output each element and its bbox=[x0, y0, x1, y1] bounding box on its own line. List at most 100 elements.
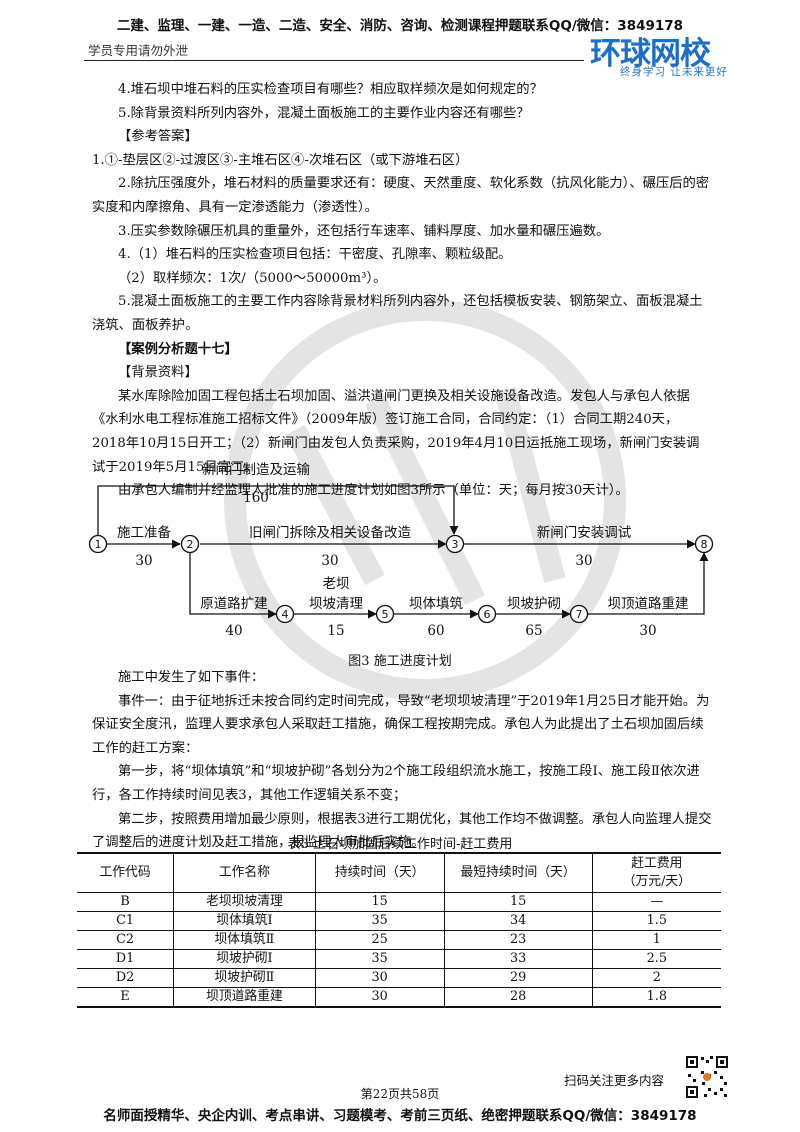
activity-name-old-gate-removal: 旧闸门拆除及相关设备改造 bbox=[249, 524, 411, 541]
table-cell: 2 bbox=[591, 968, 721, 988]
qr-code-icon[interactable] bbox=[684, 1054, 730, 1100]
node-6 bbox=[477, 604, 497, 624]
event-1-step-2: 第二步，按照费用增加最少原则，根据表3进行工期优化，其他工作均不做调整。承包人向… bbox=[92, 811, 712, 851]
activity-name-new-gate-manufacture: 新闸门制造及运输 bbox=[202, 462, 310, 478]
answer-1: 1.①-垫层区②-过渡区③-主堆石区④-次堆石区（或下游堆石区） bbox=[92, 152, 469, 168]
table-cell: 35 bbox=[314, 949, 445, 969]
table-header-min-duration: 最短持续时间（天） bbox=[443, 852, 593, 893]
table-cell: 33 bbox=[443, 949, 593, 969]
activity-name-preparation: 施工准备 bbox=[117, 524, 171, 541]
scan-prompt: 扫码关注更多内容 bbox=[564, 1073, 665, 1088]
activity-duration-new-gate-manufacture: 160 bbox=[243, 490, 269, 506]
table-cell: C2 bbox=[77, 930, 174, 950]
page-number: 第22页共58页 bbox=[360, 1087, 440, 1101]
activity-name-gate-install: 新闸门安装调试 bbox=[537, 525, 632, 541]
background-paragraph-1: 某水库除险加固工程包括土石坝加固、溢洪道闸门更换及相关设施设备改造。发包人与承包… bbox=[92, 388, 700, 475]
events-section: 施工中发生了如下事件： 事件一：由于征地拆迁未按合同约定时间完成，导致“老坝坝坡… bbox=[92, 666, 712, 855]
table-cell: E bbox=[77, 987, 174, 1008]
node-3 bbox=[445, 534, 465, 554]
node-2 bbox=[180, 534, 200, 554]
background-heading: 【背景资料】 bbox=[118, 365, 198, 381]
table-cell: 15 bbox=[314, 892, 445, 912]
activity-duration-dam-fill: 60 bbox=[427, 623, 444, 639]
activity-name-slope-protection: 坝坡护砌 bbox=[507, 596, 561, 612]
arrow-new-gate-manufacture bbox=[97, 485, 459, 536]
table-cell: 坝体填筑Ⅱ bbox=[173, 930, 316, 950]
table-cell: 坝坡护砌Ⅱ bbox=[173, 968, 316, 988]
event-1: 事件一：由于征地拆迁未按合同约定时间完成，导致“老坝坝坡清理”于2019年1月2… bbox=[92, 693, 710, 756]
node-5-label: 5 bbox=[382, 608, 389, 621]
node-2-label: 2 bbox=[187, 538, 194, 551]
node-1 bbox=[88, 534, 108, 554]
activity-duration-preparation: 30 bbox=[135, 553, 152, 569]
node-1-label: 1 bbox=[95, 538, 102, 551]
table-cell: 坝顶道路重建 bbox=[173, 987, 316, 1008]
table-cell: C1 bbox=[77, 911, 174, 931]
activity-duration-dam-road-rebuild: 30 bbox=[639, 623, 656, 639]
brand-logo: 环球网校 bbox=[590, 36, 711, 72]
node-5 bbox=[375, 604, 395, 624]
question-4: 4.堆石坝中堆石料的压实检查项目有哪些？相应取样频次是如何规定的？ bbox=[118, 82, 543, 97]
node-7-label: 7 bbox=[576, 608, 583, 621]
node-8-label: 8 bbox=[701, 538, 708, 551]
table-cell: 15 bbox=[443, 892, 593, 912]
node-7 bbox=[569, 604, 589, 624]
answer-3: 3.压实参数除碾压机具的重量外，还包括行车速率、铺料厚度、加水量和碾压遍数。 bbox=[118, 223, 610, 239]
activity-name-road-expansion: 原道路扩建 bbox=[200, 596, 268, 612]
table-cell: 30 bbox=[314, 968, 445, 988]
table-cell: 34 bbox=[443, 911, 593, 931]
network-diagram: 1 2 3 4 5 6 7 8 新闸门制造及运输 160 施工准备 30 旧闸门… bbox=[88, 462, 714, 639]
answer-4-1: 4.（1）堆石料的压实检查项目包括：干密度、孔隙率、颗粒级配。 bbox=[118, 247, 512, 263]
table-cell: 2.5 bbox=[591, 949, 721, 969]
header-banner: 二建、监理、一建、一造、二造、安全、消防、咨询、检测课程押题联系QQ/微信：38… bbox=[116, 18, 684, 34]
answer-5: 5.混凝土面板施工的主要工作内容除背景材料所列内容外，还包括模板安装、钢筋架立、… bbox=[92, 294, 703, 333]
table-cell: 35 bbox=[314, 911, 445, 931]
figure-caption: 图3 施工进度计划 bbox=[348, 654, 452, 669]
table-row: E 坝顶道路重建 30 28 1.8 bbox=[77, 987, 721, 1008]
table-cell: 30 bbox=[314, 987, 445, 1008]
node-8 bbox=[694, 534, 714, 554]
node-3-label: 3 bbox=[452, 538, 459, 551]
table-title: 表3 土石坝加固后续工作时间-赶工费用 bbox=[287, 837, 513, 852]
table-cell: 23 bbox=[443, 930, 593, 950]
activity-name-dam-road-rebuild: 坝顶道路重建 bbox=[608, 596, 689, 612]
table-header-row: 工作代码 工作名称 持续时间（天） 最短持续时间（天） 赶工费用 （万元/天） bbox=[77, 852, 721, 893]
table-row: C1 坝体填筑Ⅰ 35 34 1.5 bbox=[77, 911, 721, 931]
background-paragraph-2: 由承包人编制并经监理人批准的施工进度计划如图3所示（单位：天；每月按30天计）。 bbox=[118, 483, 629, 499]
table-header-cost-line2: （万元/天） bbox=[622, 874, 691, 889]
answer-heading: 【参考答案】 bbox=[118, 129, 198, 145]
table-cell: B bbox=[77, 892, 174, 912]
table-cell: 老坝坝坡清理 bbox=[173, 892, 316, 912]
case-heading: 【案例分析题十七】 bbox=[118, 341, 238, 357]
table-cell: 25 bbox=[314, 930, 445, 950]
activity-duration-road-expansion: 40 bbox=[225, 623, 242, 639]
table-3: 工作代码 工作名称 持续时间（天） 最短持续时间（天） 赶工费用 （万元/天） … bbox=[77, 852, 721, 1008]
brand-slogan: 终身学习 让未来更好 bbox=[620, 66, 728, 78]
activity-duration-gate-install: 30 bbox=[575, 553, 592, 569]
activity-duration-old-gate-removal: 30 bbox=[321, 553, 338, 569]
arrow-road-expansion bbox=[189, 553, 277, 619]
table-row: B 老坝坝坡清理 15 15 — bbox=[77, 892, 721, 912]
events-intro: 施工中发生了如下事件： bbox=[118, 670, 265, 685]
answer-4-2: （2）取样频次：1次/（5000～50000m³）。 bbox=[118, 270, 387, 286]
table-cell: 29 bbox=[443, 968, 593, 988]
question-5: 5.除背景资料所列内容外，混凝土面板施工的主要作业内容还有哪些？ bbox=[118, 105, 530, 121]
table-cell: 坝坡护砌Ⅰ bbox=[173, 949, 316, 969]
activity-duration-dam-slope-cleanup: 15 bbox=[327, 623, 344, 639]
table-cell: 1.8 bbox=[591, 987, 721, 1008]
header-divider bbox=[84, 60, 584, 61]
table-header-duration: 持续时间（天） bbox=[314, 852, 445, 893]
header-note: 学员专用请勿外泄 bbox=[88, 43, 189, 58]
activity-name-dam-fill: 坝体填筑 bbox=[409, 596, 463, 612]
table-header-cost-line1: 赶工费用 bbox=[631, 856, 683, 871]
node-6-label: 6 bbox=[484, 608, 491, 621]
main-content: 4.堆石坝中堆石料的压实检查项目有哪些？相应取样频次是如何规定的？ 5.除背景资… bbox=[92, 78, 712, 503]
table-cell: — bbox=[591, 892, 721, 912]
answer-2: 2.除抗压强度外，堆石材料的质量要求还有：硬度、天然重度、软化系数（抗风化能力）… bbox=[92, 176, 710, 215]
table-row: D1 坝坡护砌Ⅰ 35 33 2.5 bbox=[77, 949, 721, 969]
table-cell: D1 bbox=[77, 949, 174, 969]
activity-duration-slope-protection: 65 bbox=[525, 623, 542, 639]
table-cell: 1 bbox=[591, 930, 721, 950]
table-row: D2 坝坡护砌Ⅱ 30 29 2 bbox=[77, 968, 721, 988]
table-cell: 28 bbox=[443, 987, 593, 1008]
